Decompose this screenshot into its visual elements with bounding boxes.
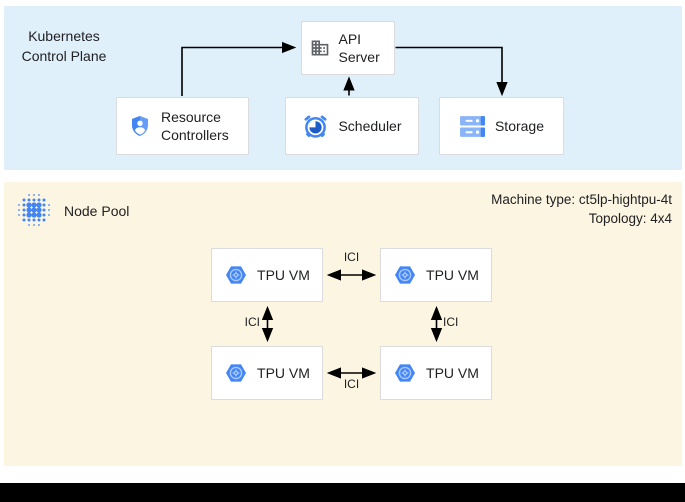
node-pool-title: Node Pool	[64, 203, 130, 219]
bottom-bar	[0, 483, 685, 502]
tpu-vm-label: TPU VM	[426, 266, 479, 283]
ici-label-bottom: ICI	[343, 377, 360, 391]
storage-label: Storage	[494, 117, 545, 134]
tpu-vm-label: TPU VM	[257, 364, 310, 381]
tpu-vm-box-bottom-left: TPU VM	[211, 346, 323, 400]
control-plane-title: Kubernetes Control Plane	[21, 28, 107, 65]
ici-label-right: ICI	[443, 315, 459, 329]
tpu-hexagon-icon	[224, 263, 248, 287]
tpu-vm-box-bottom-right: TPU VM	[380, 346, 492, 400]
tpu-hexagon-icon	[393, 361, 417, 385]
tpu-vm-box-top-left: TPU VM	[211, 248, 323, 302]
shield-user-icon	[128, 114, 152, 138]
ici-label-left: ICI	[244, 315, 260, 329]
ici-label-top: ICI	[343, 250, 360, 264]
api-server-label: API Server	[338, 30, 380, 65]
tpu-vm-label: TPU VM	[257, 266, 310, 283]
tpu-vm-box-top-right: TPU VM	[380, 248, 492, 302]
topology-label: Topology: 4x4	[588, 210, 672, 226]
tpu-hexagon-icon	[393, 263, 417, 287]
scheduler-label: Scheduler	[338, 117, 402, 134]
node-pool-metadata: Machine type: ct5lp-hightpu-4t Topology:…	[491, 191, 672, 229]
api-server-box: API Server	[301, 21, 395, 75]
building-icon	[310, 38, 330, 58]
tpu-vm-label: TPU VM	[426, 364, 479, 381]
storage-box: Storage	[439, 97, 564, 155]
scheduler-box: Scheduler	[285, 97, 419, 155]
alarm-clock-icon	[302, 113, 329, 140]
storage-disks-icon	[459, 115, 486, 138]
resource-controllers-label: Resource Controllers	[161, 108, 229, 143]
machine-type-label: Machine type: ct5lp-hightpu-4t	[491, 192, 672, 207]
tpu-hexagon-icon	[224, 361, 248, 385]
resource-controllers-box: Resource Controllers	[116, 97, 249, 155]
node-pool-panel	[4, 182, 682, 466]
dot-matrix-icon	[16, 192, 52, 228]
